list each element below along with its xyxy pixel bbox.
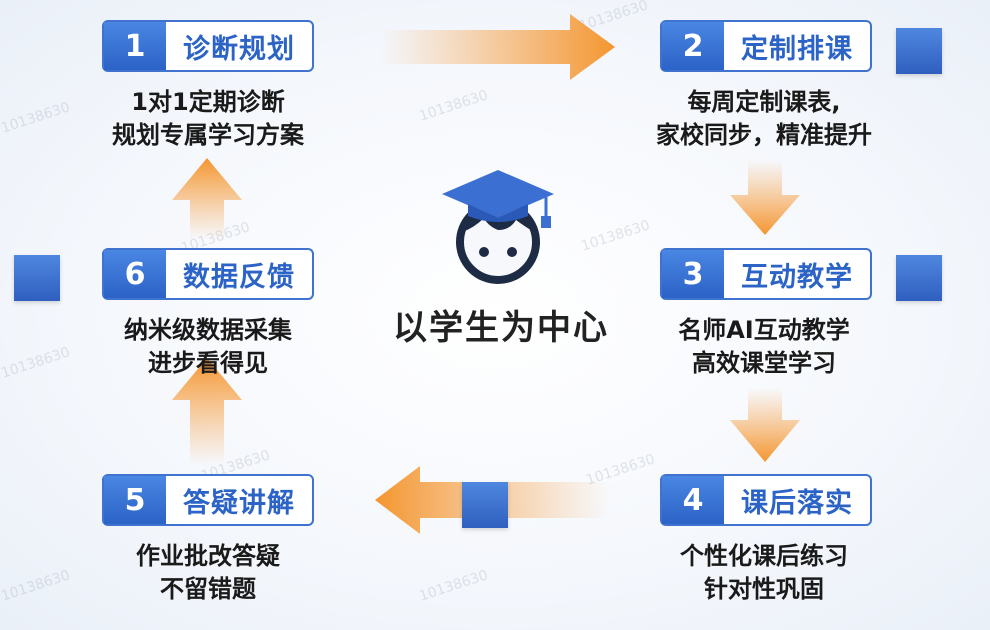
step-number: 2 [662,22,724,70]
decorative-square [14,255,60,301]
step-3-description: 名师AI互动教学 高效课堂学习 [634,314,894,380]
step-4-description: 个性化课后练习 针对性巩固 [634,540,894,606]
description-line: 1对1定期诊断 [131,88,285,116]
step-5-description: 作业批改答疑 不留错题 [78,540,338,606]
arrow-up-icon [172,158,242,240]
center-label: 以学生为中心 [393,308,609,348]
description-line: 作业批改答疑 [136,542,280,570]
step-2-description: 每周定制课表, 家校同步，精准提升 [634,86,894,152]
description-line: 名师AI互动教学 [678,316,850,344]
description-line: 家校同步，精准提升 [656,121,872,149]
step-number: 5 [104,476,166,524]
step-6-description: 纳米级数据采集 进步看得见 [78,314,338,380]
step-number: 6 [104,250,166,298]
step-title: 定制排课 [741,33,853,65]
step-number: 1 [104,22,166,70]
step-5-header: 5 答疑讲解 [102,474,314,526]
step-title: 互动教学 [741,261,853,293]
arrow-right-icon [380,14,615,80]
step-2-header: 2 定制排课 [660,20,872,72]
step-number: 4 [662,476,724,524]
step-1-header: 1 诊断规划 [102,20,314,72]
arrow-down-icon [730,388,800,462]
step-4-header: 4 课后落实 [660,474,872,526]
description-line: 高效课堂学习 [692,349,836,377]
decorative-square [896,255,942,301]
step-number: 3 [662,250,724,298]
description-line: 规划专属学习方案 [112,121,304,149]
description-line: 每周定制课表, [687,88,841,116]
description-line: 进步看得见 [148,349,268,377]
description-line: 针对性巩固 [704,575,824,603]
step-1-description: 1对1定期诊断 规划专属学习方案 [78,86,338,152]
decorative-square [462,482,508,528]
step-title: 数据反馈 [183,261,295,293]
decorative-square [896,28,942,74]
step-title: 答疑讲解 [183,487,295,519]
step-title: 课后落实 [741,487,853,519]
description-line: 个性化课后练习 [680,542,848,570]
arrow-down-icon [730,160,800,235]
step-6-header: 6 数据反馈 [102,248,314,300]
arrow-up-icon [172,358,242,465]
student-graduate-icon [442,170,554,284]
step-3-header: 3 互动教学 [660,248,872,300]
step-title: 诊断规划 [183,33,295,65]
description-line: 不留错题 [160,575,256,603]
description-line: 纳米级数据采集 [124,316,292,344]
